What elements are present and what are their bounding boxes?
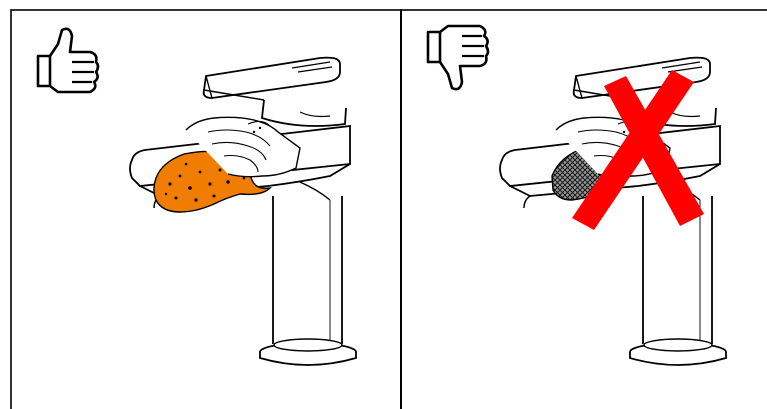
thumbs-down-icon xyxy=(426,24,490,91)
panel-correct xyxy=(36,27,357,366)
red-cross-mark xyxy=(572,70,704,230)
panel-incorrect xyxy=(426,24,727,366)
sponge-pores xyxy=(164,162,246,202)
thumbs-up-icon xyxy=(36,27,100,94)
faucet-illustration xyxy=(129,56,357,366)
